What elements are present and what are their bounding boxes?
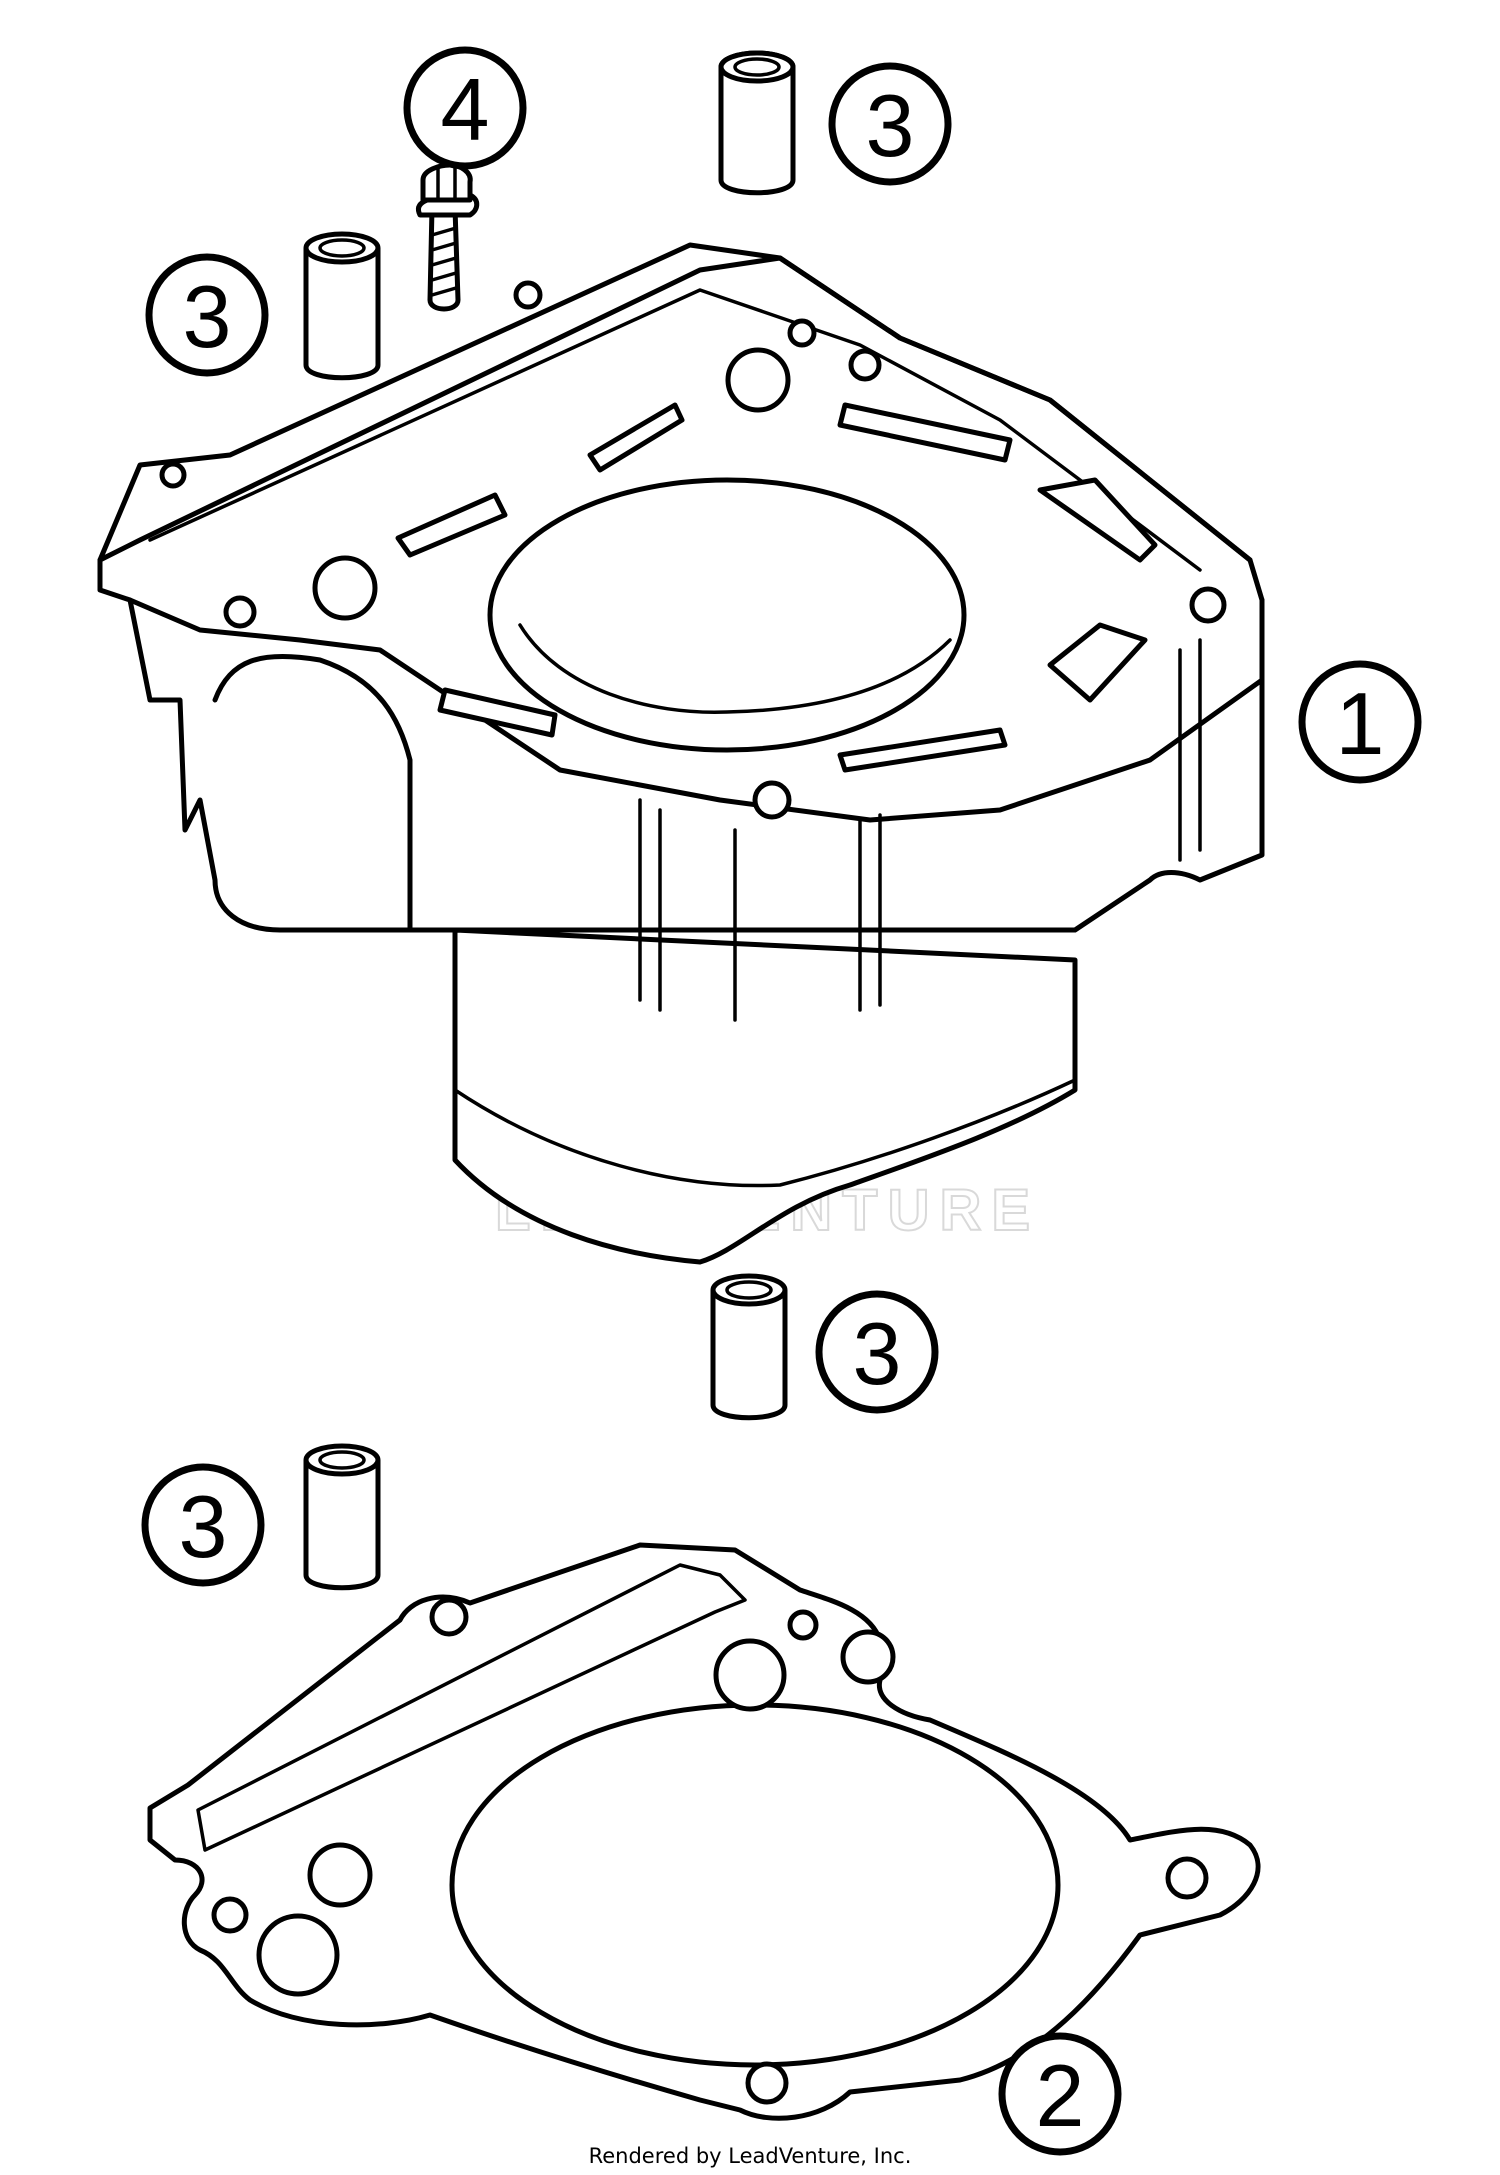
callout-3-number: 3 bbox=[853, 1304, 902, 1403]
gasket-part bbox=[147, 1542, 1261, 2121]
cylinder-bore bbox=[487, 477, 967, 753]
callout-4-number: 4 bbox=[441, 60, 490, 159]
dowel-sleeve bbox=[710, 1273, 788, 1421]
gasket-bore bbox=[449, 1702, 1061, 2068]
cylinder-bolt-hole bbox=[725, 347, 791, 413]
dowel-sleeve bbox=[303, 231, 381, 381]
cylinder-lower-barrel bbox=[452, 927, 1078, 1265]
dowel-sleeve bbox=[718, 50, 796, 196]
footer-credit: Rendered by LeadVenture, Inc. bbox=[589, 2144, 912, 2168]
cylinder-bolt-hole bbox=[513, 280, 543, 310]
cylinder-bolt-hole bbox=[848, 348, 882, 382]
callout-4: 4 bbox=[403, 46, 527, 170]
cylinder-bolt-hole bbox=[752, 780, 792, 820]
callout-3: 3 bbox=[141, 1463, 265, 1587]
cylinder-bolt-hole bbox=[223, 595, 257, 629]
callout-3-number: 3 bbox=[866, 76, 915, 175]
callout-2: 2 bbox=[998, 2032, 1122, 2156]
cylinder-part bbox=[97, 242, 1265, 1265]
callout-1: 1 bbox=[1298, 660, 1422, 784]
cylinder-bolt-hole bbox=[787, 318, 817, 348]
dowel-sleeve bbox=[303, 1443, 381, 1591]
callout-2-number: 2 bbox=[1036, 2046, 1085, 2145]
cylinder-bolt-hole bbox=[1189, 586, 1227, 624]
screw-part bbox=[416, 162, 480, 312]
callout-3: 3 bbox=[828, 62, 952, 186]
callout-3: 3 bbox=[145, 253, 269, 377]
callout-3-number: 3 bbox=[179, 1477, 228, 1576]
callout-3-number: 3 bbox=[183, 267, 232, 366]
cylinder-bolt-hole bbox=[159, 461, 187, 489]
callout-3: 3 bbox=[815, 1290, 939, 1414]
cylinder-bolt-hole bbox=[312, 555, 378, 621]
callout-1-number: 1 bbox=[1336, 674, 1385, 773]
